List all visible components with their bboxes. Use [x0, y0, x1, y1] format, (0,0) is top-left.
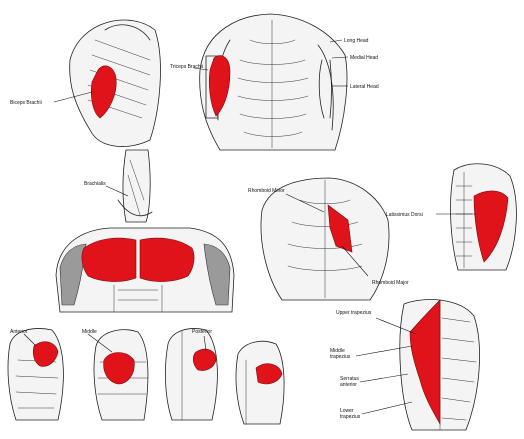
label-middle: Middle [82, 329, 97, 335]
label-upper-trapezius: Upper trapezius [336, 310, 372, 316]
chest-panel [56, 228, 234, 312]
pectoralis-left [82, 238, 136, 282]
label-triceps: Triceps Brachii [170, 64, 203, 70]
label-serratus-2: anterior [340, 382, 357, 388]
label-rhomboid-major: Rhomboid Major [372, 280, 409, 286]
label-rhomboid-minor: Rhomboid Minor [248, 188, 285, 194]
pectoralis-right [140, 238, 194, 282]
label-posterior: Posterior [192, 329, 212, 335]
label-biceps: Biceps Brachii [10, 100, 42, 106]
label-lateral-head: Lateral Head [350, 84, 379, 90]
label-long-head: Long Head [344, 38, 369, 44]
label-anterior: Anterior [10, 329, 28, 335]
label-middle-trapezius-2: trapezius [330, 354, 351, 360]
label-lower-trapezius-2: trapezius [340, 414, 361, 420]
label-brachialis: Brachialis [84, 181, 106, 187]
label-medial-head: Medial Head [350, 55, 378, 61]
label-latissimus: Latissimus Dorsi [386, 212, 423, 218]
